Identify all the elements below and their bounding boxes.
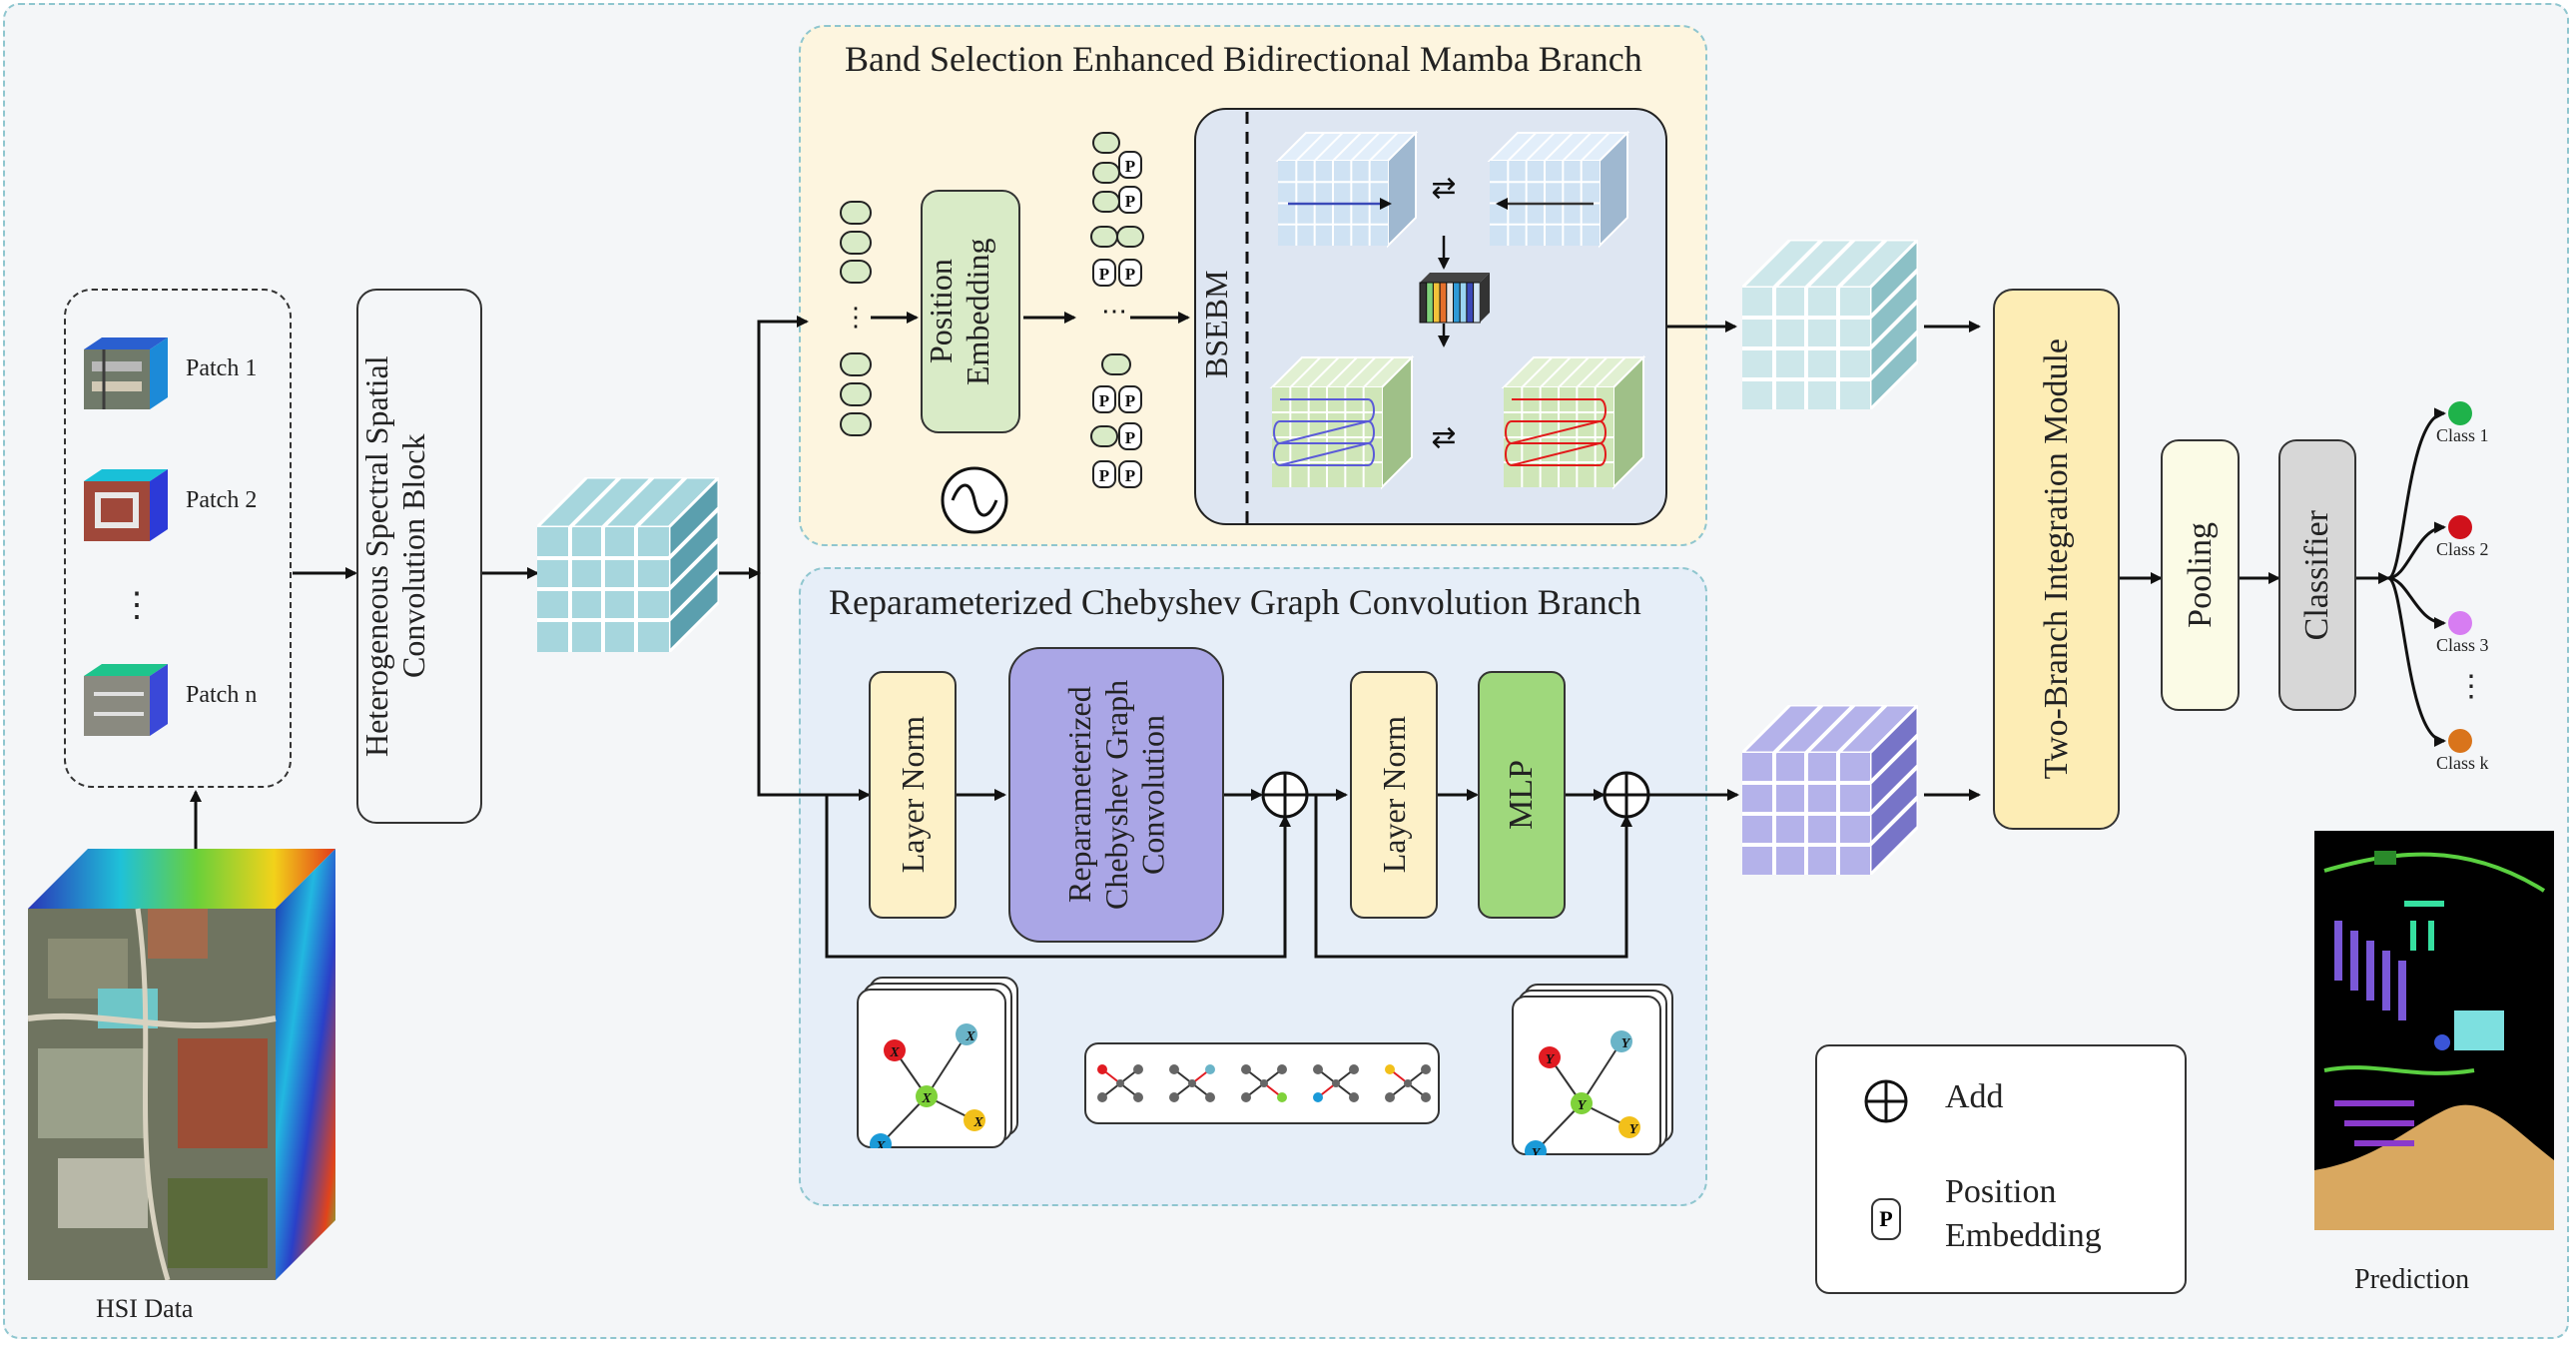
layer-norm-block-2: Layer Norm (1350, 671, 1438, 919)
svg-text:X: X (889, 1045, 900, 1060)
svg-text:P: P (1099, 265, 1109, 284)
p-token: P (1118, 385, 1142, 413)
mlp-block: MLP (1478, 671, 1566, 919)
svg-text:X: X (921, 1091, 932, 1106)
add-icon (1864, 1079, 1908, 1123)
layer-norm-2-label: Layer Norm (1375, 716, 1412, 874)
svg-text:P: P (1099, 391, 1109, 410)
chebyshev-basis-icons (1097, 1064, 1431, 1102)
patch-2-thumbnail (84, 469, 168, 541)
svg-text:Y: Y (1546, 1052, 1556, 1067)
input-graph: X X X X X (870, 1023, 985, 1148)
svg-text:X: X (965, 1029, 975, 1044)
layer-norm-1-label: Layer Norm (894, 716, 931, 874)
bsebm-divider (1245, 112, 1249, 523)
layer-norm-block-1: Layer Norm (869, 671, 957, 919)
backward-scan-cube (1487, 130, 1630, 249)
class-3-label: Class 3 (2436, 635, 2489, 655)
hsi-data-label: HSI Data (96, 1294, 194, 1323)
legend-p-letter: P (1879, 1206, 1893, 1231)
hssc-block: Heterogeneous Spectral Spatial Convoluti… (356, 289, 482, 824)
svg-text:P: P (1125, 157, 1135, 176)
hssc-block-label: Heterogeneous Spectral Spatial Convoluti… (358, 355, 431, 757)
rcgc-block: Reparameterized Chebyshev Graph Convolut… (1008, 647, 1224, 943)
legend-add-label: Add (1945, 1078, 2004, 1115)
p-token: P (1118, 186, 1142, 214)
class-2-dot (2448, 515, 2472, 539)
swap-icon: ⇄ (1431, 171, 1456, 206)
p-token: P (1118, 151, 1142, 179)
bsebm-label: BSEBM (1198, 270, 1234, 379)
svg-text:Y: Y (1621, 1036, 1631, 1051)
band-selection-icon (1419, 273, 1490, 324)
pooling-block: Pooling (2161, 439, 2240, 711)
snake-scan-cube-backward (1501, 354, 1646, 490)
position-embedding-label: Position Embedding (923, 238, 995, 385)
patch-n-label: Patch n (186, 682, 258, 708)
two-branch-integration-module: Two-Branch Integration Module (1993, 289, 2120, 830)
hsi-data-cube (28, 849, 335, 1280)
p-token: P (1118, 460, 1142, 488)
add-operator-2 (1603, 771, 1650, 819)
p-token: P (1092, 259, 1116, 287)
pooling-label: Pooling (2181, 522, 2219, 628)
rcgc-label: Reparameterized Chebyshev Graph Convolut… (1060, 679, 1171, 911)
chebyshev-output-cube (1742, 705, 1918, 875)
patch-n-thumbnail (84, 664, 168, 736)
svg-text:X: X (972, 1115, 983, 1130)
classifier-block: Classifier (2278, 439, 2356, 711)
class-4-label: Class k (2436, 753, 2489, 773)
p-token: P (1118, 422, 1142, 450)
sinusoid-icon (941, 466, 1008, 534)
position-embedding-block: Position Embedding (921, 190, 1020, 433)
class-4-dot (2448, 729, 2472, 753)
patch-group (64, 289, 292, 788)
forward-scan-cube (1275, 130, 1419, 249)
integration-label: Two-Branch Integration Module (2037, 338, 2075, 780)
swap-icon: ⇄ (1431, 420, 1456, 455)
p-token: P (1092, 460, 1116, 488)
class-ellipsis: ⋮ (2456, 670, 2486, 703)
mamba-branch-title: Band Selection Enhanced Bidirectional Ma… (845, 39, 1642, 79)
bsebm-art: ⇄⇄ (1269, 130, 1646, 490)
chebyshev-branch-title: Reparameterized Chebyshev Graph Convolut… (829, 582, 1641, 622)
mlp-label: MLP (1503, 760, 1541, 830)
output-graph: Y Y Y Y Y (1525, 1030, 1640, 1155)
legend-position-embedding-label: Position Embedding (1945, 1173, 2102, 1255)
svg-text:P: P (1125, 192, 1135, 211)
classifier-label: Classifier (2298, 509, 2336, 641)
svg-text:X: X (875, 1139, 886, 1148)
prediction-map (2314, 831, 2554, 1230)
svg-text:P: P (1125, 466, 1135, 485)
position-embedding-icon: P (1871, 1198, 1901, 1240)
add-operator-1 (1261, 771, 1309, 819)
svg-text:Y: Y (1629, 1122, 1639, 1137)
patch-1-thumbnail (84, 337, 168, 409)
svg-text:Y: Y (1532, 1146, 1542, 1155)
snake-scan-cube-forward (1269, 354, 1415, 490)
class-1-label: Class 1 (2436, 425, 2489, 445)
patch-ellipsis: ⋮ (120, 587, 154, 624)
token-ellipsis: ⋯ (1101, 297, 1127, 326)
feature-cube-shared (537, 477, 719, 652)
input-tokens: ⋮ (840, 201, 872, 436)
svg-text:Y: Y (1578, 1098, 1588, 1113)
token-ellipsis: ⋮ (843, 303, 869, 332)
svg-text:P: P (1099, 466, 1109, 485)
p-token: P (1092, 385, 1116, 413)
prediction-label: Prediction (2354, 1264, 2470, 1295)
svg-text:P: P (1125, 391, 1135, 410)
patch-1-label: Patch 1 (186, 355, 258, 381)
p-token: P (1118, 259, 1142, 287)
class-3-dot (2448, 611, 2472, 635)
class-1-dot (2448, 401, 2472, 425)
svg-text:P: P (1125, 428, 1135, 447)
mamba-output-cube (1742, 240, 1918, 409)
svg-text:P: P (1125, 265, 1135, 284)
patch-2-label: Patch 2 (186, 487, 258, 513)
class-2-label: Class 2 (2436, 539, 2489, 559)
